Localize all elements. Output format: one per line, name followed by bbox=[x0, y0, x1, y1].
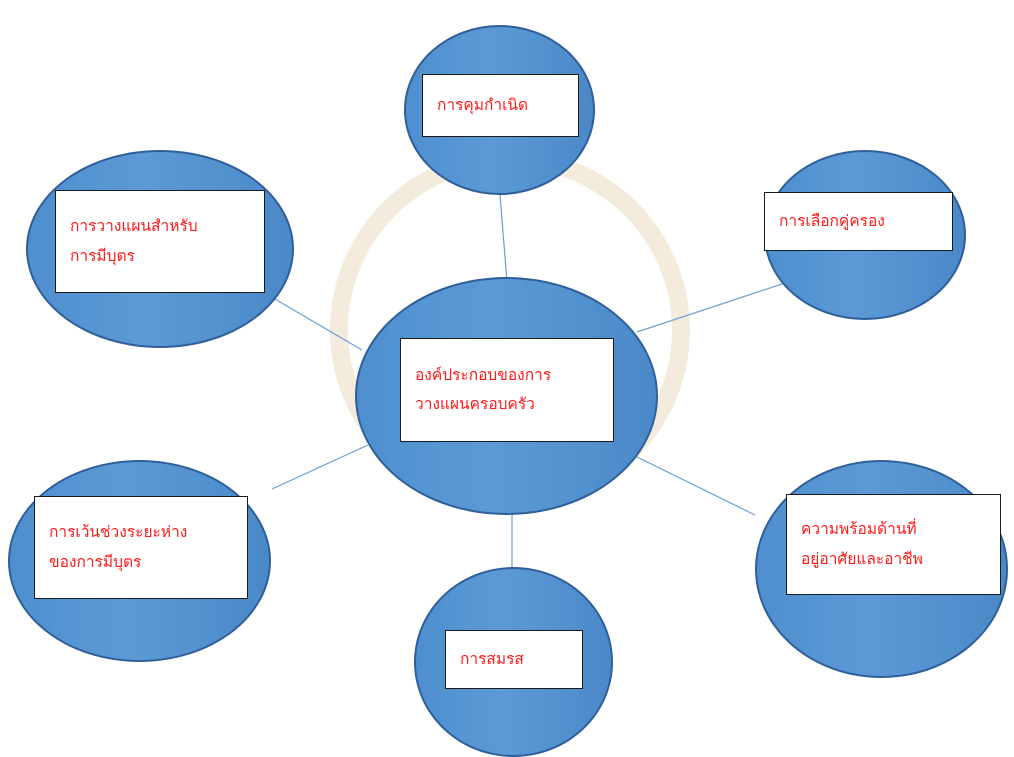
label-planning-children: การวางแผนสำหรับ การมีบุตร bbox=[55, 190, 265, 293]
label-planning-children-text: การวางแผนสำหรับ การมีบุตร bbox=[70, 217, 198, 265]
label-housing-career: ความพร้อมด้านที่ อยู่อาศัยและอาชีพ bbox=[786, 494, 1001, 595]
connector-choosing-spouse bbox=[636, 282, 786, 333]
label-marriage-text: การสมรส bbox=[460, 649, 524, 668]
label-center-text: องค์ประกอบของการ วางแผนครอบครัว bbox=[415, 365, 552, 413]
label-birth-spacing-text: การเว้นช่วงระยะห่าง ของการมีบุตร bbox=[49, 523, 188, 571]
label-birth-spacing: การเว้นช่วงระยะห่าง ของการมีบุตร bbox=[34, 496, 248, 599]
connector-planning-children bbox=[267, 294, 363, 351]
label-birth-control: การคุมกำเนิด bbox=[422, 74, 579, 137]
label-marriage: การสมรส bbox=[445, 630, 583, 689]
label-center: องค์ประกอบของการ วางแผนครอบครัว bbox=[400, 338, 614, 442]
connector-birth-control bbox=[499, 194, 508, 283]
label-birth-control-text: การคุมกำเนิด bbox=[437, 95, 529, 114]
label-choosing-spouse-text: การเลือกคู่ครอง bbox=[779, 211, 885, 230]
label-choosing-spouse: การเลือกคู่ครอง bbox=[764, 192, 953, 251]
connector-housing-career bbox=[632, 454, 756, 516]
label-housing-career-text: ความพร้อมด้านที่ อยู่อาศัยและอาชีพ bbox=[801, 520, 923, 568]
connector-birth-spacing bbox=[271, 444, 369, 490]
